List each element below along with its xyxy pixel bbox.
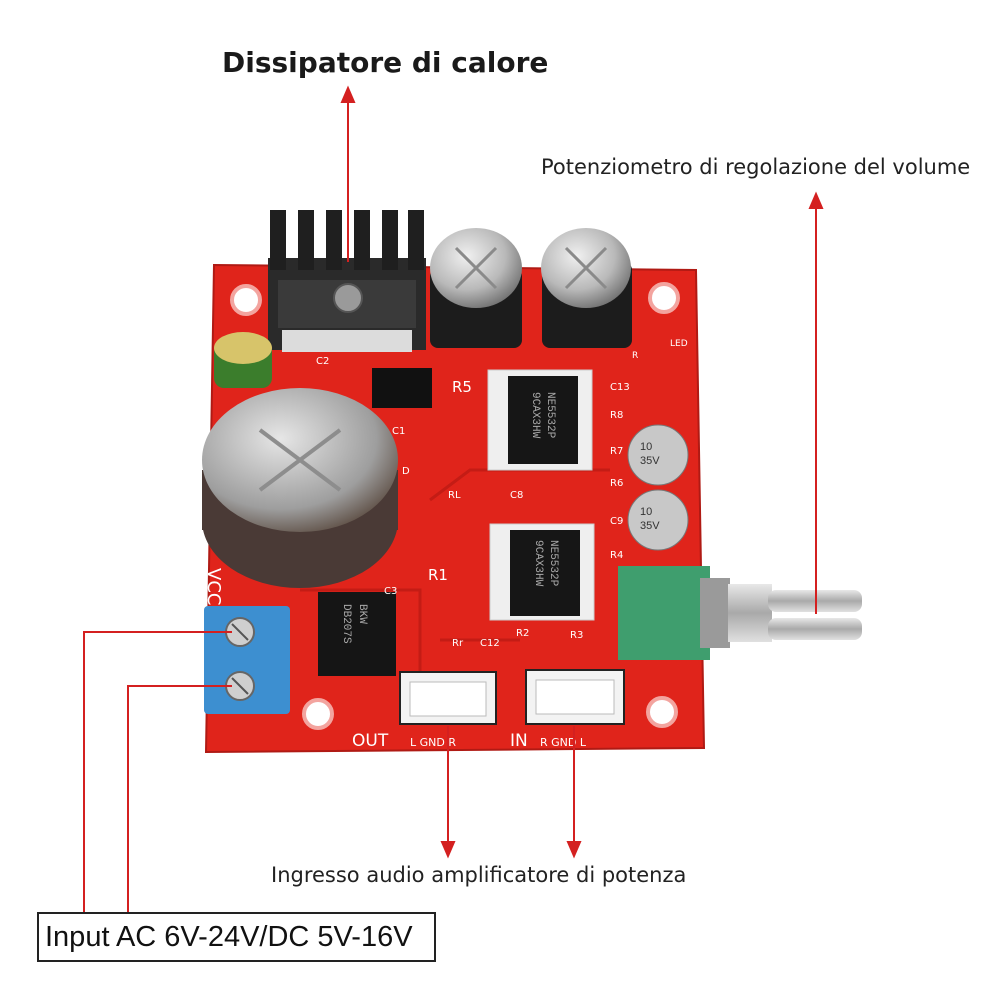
svg-text:10: 10 xyxy=(640,441,652,453)
silk-c13: C13 xyxy=(610,382,630,393)
silk-c12: C12 xyxy=(480,638,500,649)
volume-potentiometer xyxy=(618,566,862,660)
power-leader-lines xyxy=(83,631,232,912)
silk-d: D xyxy=(402,466,410,477)
capacitor-small-2: 10 35V xyxy=(627,489,689,551)
silk-r8: R8 xyxy=(610,410,623,421)
svg-text:35V: 35V xyxy=(640,455,660,467)
silk-c2: C2 xyxy=(316,356,329,367)
smd-chip xyxy=(372,368,432,408)
heatsink xyxy=(268,210,426,352)
silk-r7: R7 xyxy=(610,446,623,457)
silk-in: IN xyxy=(510,731,528,751)
bridge-rectifier: BKW DB207S xyxy=(318,592,396,676)
silk-c8: C8 xyxy=(510,490,523,501)
silk-r3: R3 xyxy=(570,630,583,641)
silk-c9: C9 xyxy=(610,516,623,527)
capacitor-large xyxy=(202,388,398,588)
annotation-arrows xyxy=(340,85,824,859)
silk-r2: R2 xyxy=(516,628,529,639)
capacitor-small-green xyxy=(214,332,272,388)
svg-text:10: 10 xyxy=(640,506,652,518)
power-input-label: Input AC 6V-24V/DC 5V-16V xyxy=(37,912,436,962)
out-connector xyxy=(399,671,497,725)
svg-text:DB207S: DB207S xyxy=(340,604,352,644)
silk-r4: R4 xyxy=(610,550,623,561)
silk-out: OUT xyxy=(352,731,389,751)
capacitor-top-right xyxy=(541,228,632,348)
silk-r1: R1 xyxy=(428,566,448,584)
svg-text:NE5532P: NE5532P xyxy=(544,392,556,439)
heatsink-label: Dissipatore di calore xyxy=(222,46,549,79)
potentiometer-label: Potenziometro di regolazione del volume xyxy=(541,155,971,179)
svg-text:9CAX3HW: 9CAX3HW xyxy=(532,540,544,587)
silk-c3: C3 xyxy=(384,586,397,597)
in-connector xyxy=(525,669,625,725)
silk-r-led: R xyxy=(632,351,638,361)
svg-text:BKW: BKW xyxy=(356,604,368,624)
silk-r5: R5 xyxy=(452,378,472,396)
silk-r6: R6 xyxy=(610,478,623,489)
opamp-chip-2: 9CAX3HW NE5532P xyxy=(489,523,595,621)
capacitor-small-1: 10 35V xyxy=(627,424,689,486)
svg-text:9CAX3HW: 9CAX3HW xyxy=(529,392,541,439)
silk-vcc: VCC xyxy=(203,568,224,605)
power-terminal-block xyxy=(204,606,290,714)
silk-rr: Rr xyxy=(452,638,464,649)
silk-rl: RL xyxy=(448,490,461,501)
silk-c1: C1 xyxy=(392,426,405,437)
silk-in-pins: R GND L xyxy=(540,736,587,749)
svg-text:35V: 35V xyxy=(640,520,660,532)
opamp-chip-1: 9CAX3HW NE5532P xyxy=(487,369,593,471)
silk-led: LED xyxy=(670,339,688,349)
capacitor-top-left xyxy=(430,228,522,348)
silk-out-pins: L GND R xyxy=(410,736,456,749)
svg-text:NE5532P: NE5532P xyxy=(547,540,559,587)
audio-input-label: Ingresso audio amplificatore di potenza xyxy=(271,863,687,887)
